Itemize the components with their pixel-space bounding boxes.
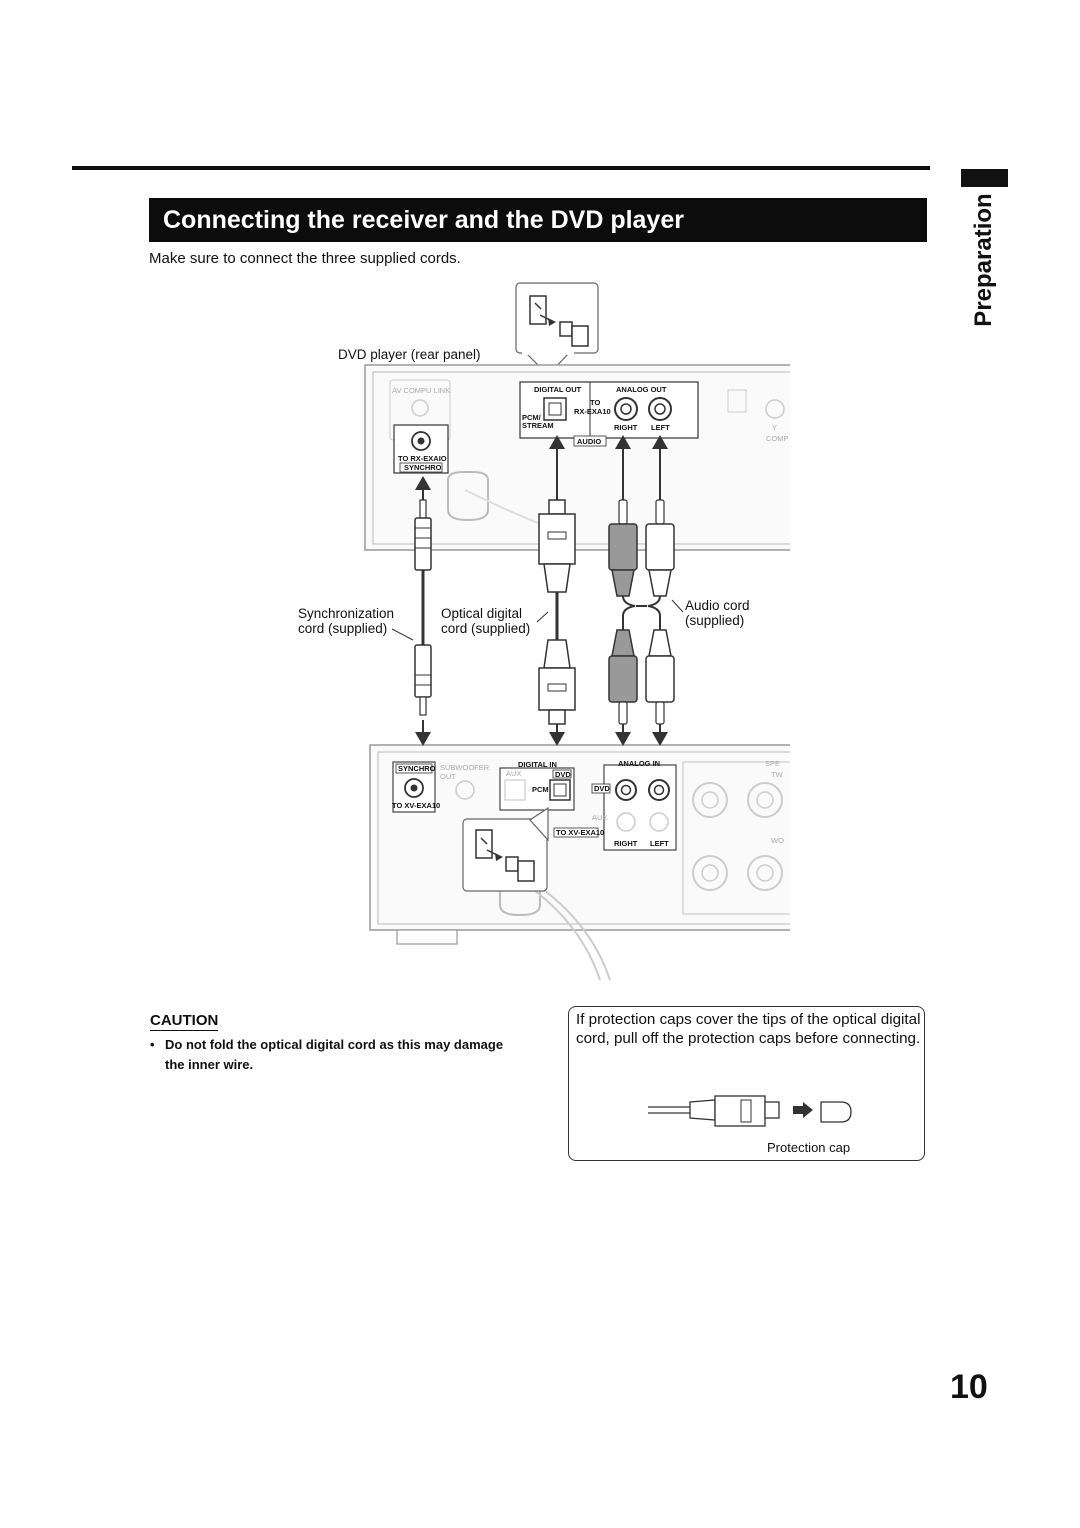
section-tab-marker <box>961 169 1008 187</box>
page-number: 10 <box>950 1368 988 1406</box>
to-rx-label: TO RX-EXAIO <box>398 454 447 463</box>
speakers-label: SPE <box>765 759 780 768</box>
to-xv-label: TO XV-EXA10 <box>392 801 440 810</box>
intro-text: Make sure to connect the three supplied … <box>149 250 461 267</box>
audio-cord-label-line1: Audio cord <box>685 598 750 613</box>
protection-cap-figure <box>648 1095 852 1127</box>
sync-cord <box>414 476 432 746</box>
aux-label: AUX <box>506 769 521 778</box>
stream-label: STREAM <box>522 421 554 430</box>
dvd-label-digital: DVD <box>555 770 571 779</box>
synchro-label-rx: SYNCHRO <box>398 764 436 773</box>
left-label-dvd: LEFT <box>651 423 670 432</box>
top-rule <box>72 166 930 170</box>
analog-in-label: ANALOG IN <box>618 759 660 768</box>
right-label-dvd: RIGHT <box>614 423 638 432</box>
y-label: Y <box>772 423 777 432</box>
optical-inset-bottom <box>462 806 549 892</box>
connection-diagram: AV COMPU LINK TO RX-EXAIO SYNCHRO DIGITA… <box>298 282 790 981</box>
optical-cord-label-line1: Optical digital <box>441 606 522 621</box>
protection-cap-note-box <box>568 1006 925 1161</box>
rx-exa10-label: RX-EXA10 <box>574 407 611 416</box>
digital-out-label: DIGITAL OUT <box>534 385 582 394</box>
dvd-panel-label: DVD player (rear panel) <box>338 347 481 362</box>
synchro-label-dvd: SYNCHRO <box>404 463 442 472</box>
caution-bullet: • <box>150 1037 155 1052</box>
av-compu-link-label: AV COMPU LINK <box>392 386 450 395</box>
optical-cord-label-line2: cord (supplied) <box>441 621 530 636</box>
sync-cord-label-line1: Synchronization <box>298 606 394 621</box>
protection-cap-label: Protection cap <box>767 1140 851 1155</box>
audio-label: AUDIO <box>577 437 601 446</box>
subwoofer-out-label: OUT <box>440 772 456 781</box>
receiver-panel: SYNCHRO TO XV-EXA10 SUBWOOFER OUT DIGITA… <box>369 489 790 981</box>
caution-heading: CAUTION <box>150 1012 219 1031</box>
page-title: Connecting the receiver and the DVD play… <box>149 198 927 242</box>
audio-cord <box>608 435 675 746</box>
tw-label: TW <box>771 770 784 779</box>
to-label: TO <box>590 398 600 407</box>
dvd-player-panel: AV COMPU LINK TO RX-EXAIO SYNCHRO DIGITA… <box>364 364 790 551</box>
section-tab: Preparation <box>960 193 1008 327</box>
section-tab-label: Preparation <box>970 193 997 327</box>
aux-label-analog: AUX <box>592 813 607 822</box>
subwoofer-label: SUBWOOFER <box>440 763 490 772</box>
wo-label: WO <box>771 836 784 845</box>
caution-item-text: Do not fold the optical digital cord as … <box>165 1037 504 1072</box>
audio-cord-label-line2: (supplied) <box>685 613 744 628</box>
sync-cord-label-line2: cord (supplied) <box>298 621 387 636</box>
optical-inset-top <box>515 282 599 376</box>
optical-cord <box>538 435 576 746</box>
left-label-rx: LEFT <box>650 839 669 848</box>
pcm-label-rx: PCM <box>532 785 549 794</box>
digital-in-label: DIGITAL IN <box>518 760 557 769</box>
pcm-label: PCM/ <box>522 413 542 422</box>
to-xv-analog-label: TO XV-EXA10 <box>556 828 604 837</box>
protection-cap-note-text: If protection caps cover the tips of the… <box>576 1011 921 1047</box>
comp-label: COMP <box>766 434 789 443</box>
right-label-rx: RIGHT <box>614 839 638 848</box>
dvd-label-analog: DVD <box>594 784 610 793</box>
analog-out-label: ANALOG OUT <box>616 385 667 394</box>
